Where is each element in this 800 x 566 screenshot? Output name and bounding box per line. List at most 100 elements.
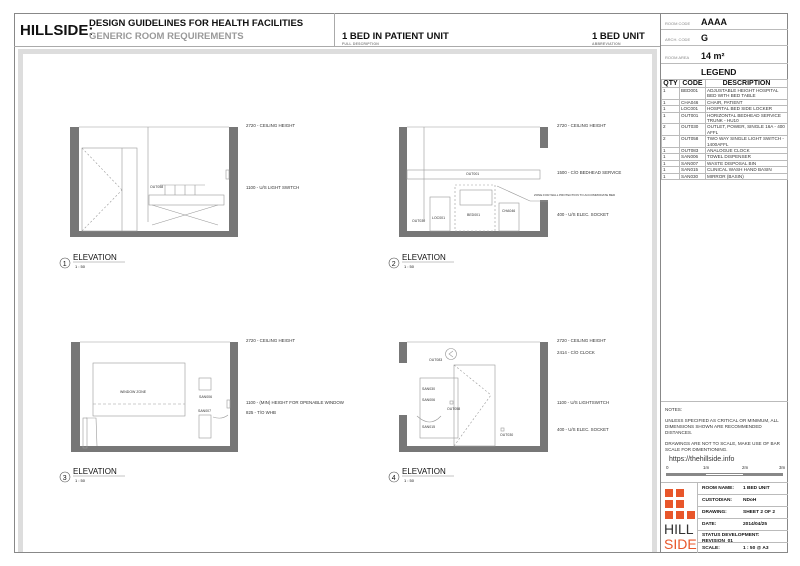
legend-code: OUT030 bbox=[679, 123, 706, 137]
tag: SAN006 bbox=[422, 398, 435, 402]
legend-description: TOWEL DISPENSER bbox=[705, 153, 788, 161]
dimension: 1100 - U/S LIGHT SWITCH bbox=[246, 185, 299, 190]
custodian-label: CUSTODIAN: bbox=[702, 498, 733, 503]
arch-code-label: ARCH. CODE bbox=[665, 37, 691, 42]
legend-qty: 2 bbox=[661, 123, 680, 137]
tag: SAN007 bbox=[198, 409, 211, 413]
notes: NOTES: UNLESS SPECIFIED AS CRITICAL OR M… bbox=[665, 407, 787, 453]
column-header-description: DESCRIPTION bbox=[705, 79, 788, 88]
drawing-area bbox=[18, 49, 657, 552]
hillside-logo: HILL SIDE bbox=[663, 487, 697, 552]
elevations-drawing: OUT058 OUT001 BED001 LOC001 OUT030 CHA04… bbox=[59, 123, 621, 483]
scale-value: 1 : 50 @ A3 bbox=[743, 546, 769, 551]
tag: OUT001 bbox=[466, 172, 479, 176]
note: UNLESS SPECIFIED AS CRITICAL OR MINIMUM,… bbox=[665, 418, 779, 435]
room-area-value: 14 m² bbox=[701, 51, 725, 61]
brand-name: HILLSIDE: bbox=[20, 22, 94, 39]
elevation-scale: 1 : 50 bbox=[75, 478, 86, 483]
custodian-value: NDoH bbox=[743, 498, 757, 503]
tag: SAN006 bbox=[199, 395, 212, 399]
tags: OUT058 OUT001 BED001 LOC001 OUT030 CHA04… bbox=[120, 172, 616, 437]
room-code-row: ROOM CODE AAAA bbox=[661, 13, 788, 30]
document-title: DESIGN GUIDELINES FOR HEALTH FACILITIES bbox=[89, 18, 304, 29]
abbreviation-label: ABBREVIATION bbox=[592, 42, 621, 46]
elevation-number: 3 bbox=[63, 475, 67, 482]
legend-description: ADJUSTABLE HEIGHT HOSPITAL BED WITH BED … bbox=[705, 87, 788, 100]
legend-description: TWO WAY SINGLE LIGHT SWITCH - 1400AFFL bbox=[705, 135, 788, 149]
abbreviation-value: 1 BED UNIT bbox=[592, 31, 645, 42]
dimension: 1500 - C/O BEDHEAD SERVICE bbox=[557, 170, 621, 175]
dimension: 1100 - U/S LIGHTSWITCH bbox=[557, 400, 609, 405]
dimension: 1100 - (MIN) HEIGHT FOR OPENABLE WINDOW bbox=[246, 400, 345, 405]
legend-qty: 1 bbox=[661, 172, 680, 181]
dimension-labels: 2720 - CEILING HEIGHT 1100 - U/S LIGHT S… bbox=[246, 123, 621, 432]
legend-qty: 2 bbox=[661, 135, 680, 149]
website-link[interactable]: https://thehillside.info bbox=[669, 456, 735, 463]
elevation-titles: 1 ELEVATION 1 : 50 2 ELEVATION 1 : 50 3 … bbox=[59, 253, 454, 483]
tag: SAN015 bbox=[422, 425, 435, 429]
room-name-label: ROOM NAME: bbox=[702, 486, 734, 491]
tag: CHA046 bbox=[502, 209, 515, 213]
elevation-scale: 1 : 50 bbox=[404, 264, 415, 269]
svg-text:SIDE: SIDE bbox=[664, 536, 697, 551]
dimension: 825 - T/O WHB bbox=[246, 410, 276, 415]
room-code-label: ROOM CODE bbox=[665, 21, 691, 26]
tag: WINDOW ZONE bbox=[120, 390, 147, 394]
tag: OUT058 bbox=[447, 407, 460, 411]
elevation-title: ELEVATION bbox=[402, 253, 446, 262]
tag: OUT083 bbox=[429, 358, 442, 362]
elevation-number: 2 bbox=[392, 261, 396, 268]
legend-description: OUTLET, POWER, SINGLE 16A - 400 AFFL bbox=[705, 123, 788, 137]
elevation-title: ELEVATION bbox=[73, 253, 117, 262]
arch-code-row: ARCH. CODE G bbox=[661, 30, 788, 46]
scale-tick: 1m bbox=[703, 465, 710, 470]
tag: OUT030 bbox=[412, 219, 425, 223]
tag: SAN030 bbox=[422, 387, 435, 391]
document-subtitle: GENERIC ROOM REQUIREMENTS bbox=[89, 31, 244, 42]
scale-tick: 3m bbox=[779, 465, 786, 470]
elevation-scale: 1 : 50 bbox=[75, 264, 86, 269]
legend-title-row: LEGEND bbox=[661, 64, 788, 79]
legend-description: HORIZONTAL BEDHEAD SERVICE TRUNK - HU10 bbox=[705, 111, 788, 125]
note: DRAWINGS ARE NOT TO SCALE, MAKE USE OF B… bbox=[665, 441, 780, 452]
dimension: 400 - U/S ELEC. SOCKET bbox=[557, 427, 609, 432]
column-header-code: CODE bbox=[679, 79, 706, 88]
tag: LOC001 bbox=[432, 216, 445, 220]
scale-tick: 2m bbox=[742, 465, 749, 470]
legend-code: OUT058 bbox=[679, 135, 706, 149]
drawing-value: SHEET 2 OF 2 bbox=[743, 510, 775, 515]
scale-tick: 0 bbox=[666, 465, 669, 470]
date-value: 2014/04/25 bbox=[743, 522, 768, 527]
dimension: 2720 - CEILING HEIGHT bbox=[557, 123, 606, 128]
legend-qty: 1 bbox=[661, 111, 680, 125]
legend-code: BED001 bbox=[679, 87, 706, 100]
full-description-value: 1 BED IN PATIENT UNIT bbox=[342, 31, 449, 42]
dimension: 2720 - CEILING HEIGHT bbox=[557, 338, 606, 343]
sheet-frame bbox=[14, 13, 788, 553]
arch-code-value: G bbox=[701, 33, 709, 43]
legend-code: SAN030 bbox=[679, 172, 706, 181]
status-value: REVISION_01 bbox=[702, 539, 733, 544]
legend-description: MIRROR (BASIN) bbox=[705, 172, 788, 181]
elevation-number: 4 bbox=[392, 475, 396, 482]
sheet-header: HILLSIDE: DESIGN GUIDELINES FOR HEALTH F… bbox=[14, 13, 661, 47]
legend-description: HOSPITAL BED SIDE LOCKER bbox=[705, 105, 788, 113]
room-name-value: 1 BED UNIT bbox=[743, 486, 770, 491]
room-code-value: AAAA bbox=[701, 17, 727, 27]
elevation-title: ELEVATION bbox=[402, 467, 446, 476]
legend-qty: 1 bbox=[661, 87, 680, 100]
scale-label: SCALE: bbox=[702, 546, 720, 551]
legend-code: OUT001 bbox=[679, 111, 706, 125]
tag: BED001 bbox=[467, 213, 480, 217]
